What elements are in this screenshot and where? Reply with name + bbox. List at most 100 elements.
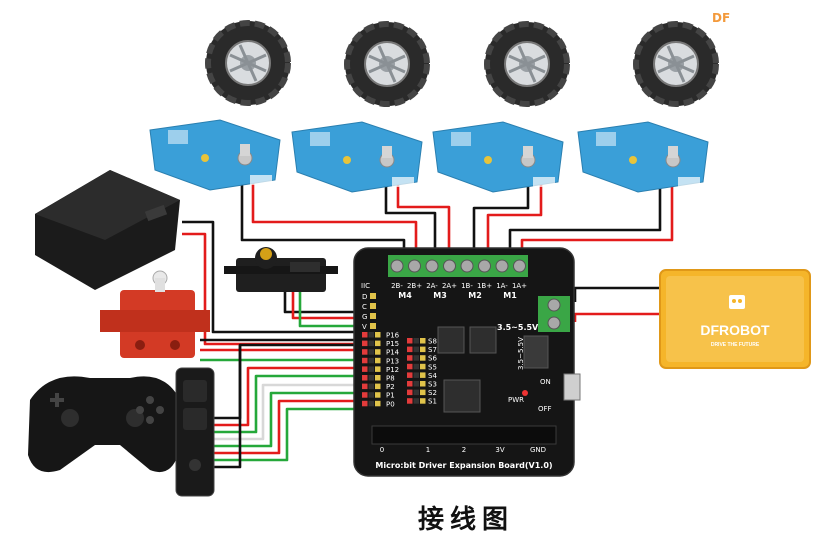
header-pin [368, 340, 374, 347]
header-pin [407, 389, 413, 396]
header-pin [362, 366, 368, 372]
wire-rx-green-1 [214, 374, 366, 434]
servo-label: S1 [428, 398, 437, 406]
header-pin [368, 349, 374, 355]
terminal-screw [425, 259, 439, 273]
tt-motor-icon [432, 121, 564, 193]
tt-motors [149, 119, 709, 193]
edge-label: 1 [426, 446, 430, 454]
wire-m3-black [472, 178, 530, 258]
wire-servo-brown [283, 290, 364, 334]
wire-m1-black [240, 178, 406, 258]
header-pin [420, 372, 426, 378]
header-pin [362, 400, 368, 407]
header-pin [420, 355, 426, 361]
power-switch[interactable] [563, 373, 581, 401]
servo-label: S5 [428, 363, 437, 371]
header-pin [407, 355, 413, 361]
terminal-label: 1B+ [477, 282, 492, 290]
switch-on-label: ON [540, 378, 551, 386]
i2c-pin-label: G [362, 313, 367, 321]
tt-motor-icon [149, 119, 281, 191]
header-pin [375, 383, 381, 390]
tt-motor-icon [291, 121, 423, 193]
edge-label: 2 [462, 446, 466, 454]
header-pin [420, 398, 426, 404]
motor-group-label: M3 [433, 291, 447, 300]
header-pin [407, 398, 413, 404]
header-pin [407, 381, 413, 387]
wire-rx-white [214, 383, 366, 441]
servo-label: S2 [428, 389, 437, 397]
header-pin [375, 357, 381, 364]
pwm-chip [443, 379, 481, 413]
p-pin-label: P1 [386, 392, 395, 400]
p-pin-label: P12 [386, 366, 399, 374]
header-pin [420, 338, 426, 344]
wire-m1-red [251, 178, 418, 258]
mecanum-wheel-icon [205, 20, 291, 106]
i2c-pin [370, 313, 376, 319]
terminal-screw [408, 259, 421, 273]
header-pin [407, 338, 413, 344]
p-pin-label: P2 [386, 383, 395, 391]
wire-rx-black [214, 343, 366, 420]
wire-rx-red-1 [214, 366, 366, 427]
driver-chip [469, 326, 497, 354]
mecanum-wheel-icon [344, 21, 430, 107]
terminal-label: 2A- [426, 282, 438, 290]
i2c-pin-label: D [362, 293, 367, 301]
terminal-screw [390, 259, 404, 273]
switch-off-label: OFF [538, 405, 552, 413]
header-pin [420, 389, 426, 396]
p-pin-label: P15 [386, 340, 399, 348]
terminal-label: 2A+ [442, 282, 457, 290]
header-pin [368, 392, 374, 398]
microbit-edge-slot [371, 425, 557, 445]
i2c-pin-label: C [362, 303, 367, 311]
header-pin [413, 372, 419, 378]
terminal-label: 1B- [461, 282, 473, 290]
wire-m2-black [384, 178, 437, 258]
terminal-screw [460, 259, 474, 273]
header-pin [407, 372, 413, 378]
header-pin [375, 392, 381, 398]
header-pin [407, 363, 413, 370]
wire-rx-green-2 [214, 391, 366, 448]
header-pin [362, 332, 368, 338]
header-pin [413, 363, 419, 370]
voltage-label-side: 3.5~5.5V [517, 337, 525, 370]
header-pin [362, 357, 368, 364]
servo-label: S6 [428, 355, 437, 363]
lipo-battery: DFROBOT DRIVE THE FUTURE [659, 269, 811, 369]
header-pin [413, 398, 419, 404]
mecanum-wheels [205, 20, 719, 107]
header-pin [413, 355, 419, 361]
header-pin [413, 338, 419, 344]
p-pin-label: P14 [386, 349, 400, 357]
terminal-screw [478, 259, 491, 273]
i2c-header-label: IIC [361, 282, 370, 290]
voltage-label-top: 3.5~5.5V [497, 323, 539, 332]
header-pin [368, 400, 374, 407]
header-pin [368, 366, 374, 372]
header-pin [413, 381, 419, 387]
header-pin [368, 375, 374, 381]
wire-batbox-black [182, 220, 372, 334]
terminal-label: 2B+ [407, 282, 422, 290]
header-pin [362, 383, 368, 390]
gamepad-icon [28, 376, 180, 473]
motor-group-label: M2 [468, 291, 482, 300]
motor-terminal-block [388, 255, 528, 277]
battery-box-icon [35, 170, 180, 290]
wire-m3-red [486, 178, 543, 258]
terminal-screw [443, 259, 456, 273]
i2c-pin [370, 323, 376, 329]
header-pin [375, 349, 381, 355]
servo-label: S3 [428, 381, 437, 389]
p-pin-label: P16 [386, 332, 400, 340]
